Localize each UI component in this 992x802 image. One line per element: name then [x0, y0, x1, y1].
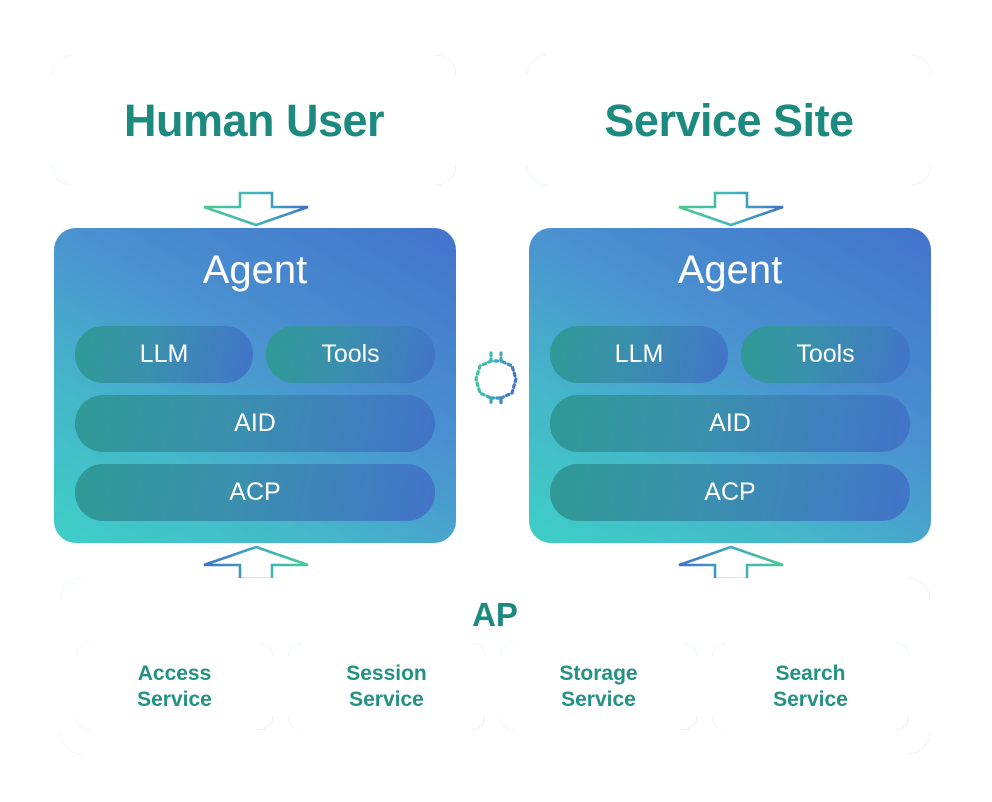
service-box-access[interactable]: Access Service: [76, 643, 273, 730]
arrow-service-site-to-agent: [671, 190, 791, 228]
agent-left-module-acp[interactable]: ACP: [75, 464, 435, 521]
service-search-line2: Service: [773, 687, 848, 711]
service-site-box-inner: Service Site: [529, 57, 929, 183]
agent-left-title: Agent: [202, 248, 308, 292]
agent-left-module-llm-label: LLM: [139, 340, 189, 368]
platform-box[interactable]: AP Access Service Session Service Storag…: [60, 578, 930, 754]
service-box-storage-inner: Storage Service: [502, 645, 695, 728]
agent-right-module-aid[interactable]: AID: [550, 395, 910, 452]
agent-right-module-llm[interactable]: LLM: [550, 326, 728, 383]
agent-left-module-tools[interactable]: Tools: [266, 326, 435, 383]
service-access-line1: Access: [137, 661, 212, 685]
service-session-line2: Service: [349, 687, 424, 711]
agent-left-module-aid[interactable]: AID: [75, 395, 435, 452]
service-box-session-inner: Session Service: [290, 645, 483, 728]
service-box-search[interactable]: Search Service: [712, 643, 909, 730]
service-box-session[interactable]: Session Service: [288, 643, 485, 730]
agent-panel-right[interactable]: Agent LLM Tools AID ACP: [529, 228, 931, 543]
service-site-box[interactable]: Service Site: [527, 55, 931, 185]
agent-to-agent-link-icon: [471, 348, 521, 410]
human-user-label: Human User: [123, 94, 385, 146]
agent-left-module-llm[interactable]: LLM: [75, 326, 253, 383]
agent-right-module-aid-label: AID: [709, 409, 751, 437]
agent-right-module-tools-label: Tools: [796, 340, 855, 368]
platform-box-inner: AP Access Service Session Service Storag…: [62, 580, 928, 752]
service-storage-line2: Service: [561, 687, 636, 711]
agent-right-module-acp-label: ACP: [704, 478, 756, 506]
service-box-access-inner: Access Service: [78, 645, 271, 728]
human-user-box[interactable]: Human User: [52, 55, 456, 185]
service-box-storage[interactable]: Storage Service: [500, 643, 697, 730]
agent-left-module-acp-label: ACP: [229, 478, 281, 506]
service-access-line2: Service: [137, 687, 212, 711]
human-user-box-inner: Human User: [54, 57, 454, 183]
platform-title: AP: [472, 596, 518, 633]
service-session-line1: Session: [346, 661, 427, 685]
service-search-line1: Search: [775, 661, 846, 685]
service-box-search-inner: Search Service: [714, 645, 907, 728]
agent-right-module-tools[interactable]: Tools: [741, 326, 910, 383]
agent-left-module-aid-label: AID: [234, 409, 276, 437]
agent-right-module-acp[interactable]: ACP: [550, 464, 910, 521]
agent-right-module-llm-label: LLM: [614, 340, 664, 368]
arrow-platform-to-left-agent: [196, 544, 316, 582]
service-site-label: Service Site: [604, 94, 854, 146]
agent-panel-left[interactable]: Agent LLM Tools AID ACP: [54, 228, 456, 543]
arrow-platform-to-right-agent: [671, 544, 791, 582]
service-storage-line1: Storage: [559, 661, 638, 685]
arrow-human-user-to-agent: [196, 190, 316, 228]
agent-left-module-tools-label: Tools: [321, 340, 380, 368]
agent-right-title: Agent: [677, 248, 783, 292]
